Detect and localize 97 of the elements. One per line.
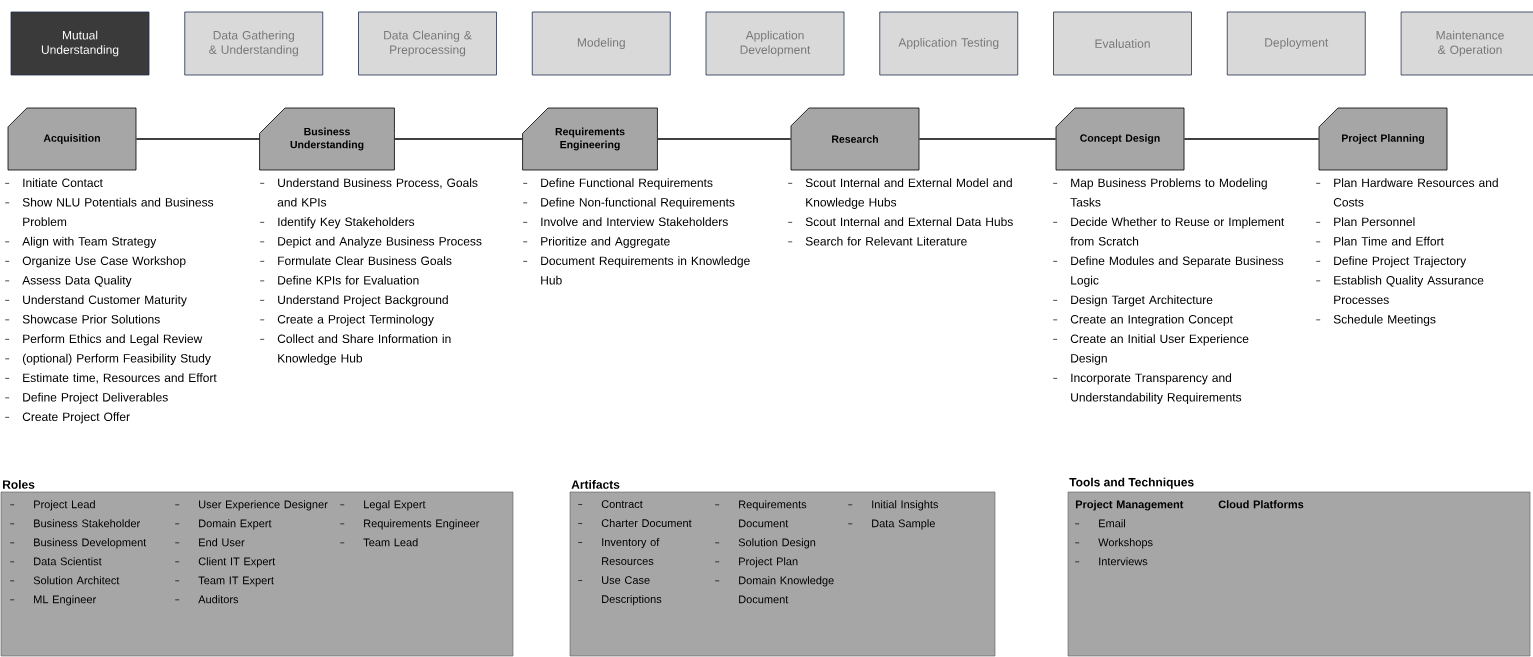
connector-line <box>657 138 792 140</box>
column-heading: Project Management <box>1075 500 1184 511</box>
phase-box: Application Testing <box>879 11 1019 76</box>
list-item: Create a Project Terminology <box>259 314 434 326</box>
list-item: Organize Use Case Workshop <box>4 256 186 268</box>
list-item: Business Stakeholder <box>9 519 140 528</box>
list-item: Collect and Share Information in Knowledge Hub <box>259 334 451 365</box>
connector-line <box>1183 138 1320 140</box>
column-heading: Cloud Platforms <box>1218 500 1304 509</box>
list-item: Solution Architect <box>9 576 120 585</box>
list-item: Show NLU Potentials and Business Problem <box>4 197 214 226</box>
list-item: Data Sample <box>847 519 935 530</box>
list-item: Define KPIs for Evaluation <box>259 275 419 285</box>
list-item: Requirements Engineer <box>339 519 480 530</box>
list-item: Align with Team Strategy <box>4 236 157 248</box>
connector-line <box>135 138 260 140</box>
list-item: Scout Internal and External Model and Knowledge Hubs <box>787 178 1012 209</box>
phase-box: Data Cleaning & Preprocessing <box>358 11 497 76</box>
activity-box: Acquisition <box>7 107 137 171</box>
list-item: Plan Personnel <box>1315 217 1415 226</box>
phase-box: Application Development <box>705 11 845 76</box>
list-item: Assess Data Quality <box>4 275 132 287</box>
list-item: Business Development <box>9 538 147 549</box>
list-item: Map Business Problems to Modeling Tasks <box>1052 178 1267 207</box>
phase-box: Deployment <box>1226 11 1366 76</box>
phase-box: Mutual Understanding <box>10 11 150 76</box>
activity-box: Business Understanding <box>259 107 395 171</box>
list-item: Team IT Expert <box>174 576 274 587</box>
list-item: Incorporate Transparency and Understandability Requirements <box>1052 373 1242 404</box>
list-item: Workshops <box>1074 538 1153 549</box>
list-item: User Experience Designer <box>174 500 328 511</box>
list-item: Establish Quality Assurance Processes <box>1315 275 1484 304</box>
list-item: Decide Whether to Reuse or Implement from Scratch <box>1052 217 1285 246</box>
list-item: Contract <box>577 500 643 508</box>
phase-box: Maintenance & Operation <box>1400 11 1533 76</box>
activity-box: Project Planning <box>1318 107 1448 171</box>
list-item: Plan Hardware Resources and Costs <box>1315 178 1498 207</box>
list-item: Define Functional Requirements <box>522 178 713 190</box>
list-item: Schedule Meetings <box>1315 314 1436 326</box>
panel-heading: Tools and Techniques <box>1069 477 1194 489</box>
list-item: Depict and Analyze Business Process <box>259 236 482 248</box>
list-item: Estimate time, Resources and Effort <box>4 373 217 384</box>
panel-heading: Roles <box>3 480 35 489</box>
list-item: Formulate Clear Business Goals <box>259 256 452 265</box>
list-item: Create Project Offer <box>4 412 130 424</box>
list-panel <box>1067 477 1531 657</box>
connector-line <box>918 138 1057 140</box>
list-panel <box>569 480 996 657</box>
list-item: Create an Integration Concept <box>1052 314 1233 326</box>
list-item: Document Requirements in Knowledge Hub <box>522 256 750 285</box>
list-item: Legal Expert <box>339 500 426 511</box>
phase-box: Data Gathering & Understanding <box>184 11 324 76</box>
list-item: Create an Initial User Experience Design <box>1052 334 1249 365</box>
list-item: Solution Design <box>714 538 816 549</box>
list-item: End User <box>174 538 245 547</box>
list-item: Team Lead <box>339 538 418 547</box>
list-item: Inventory of Resources <box>577 537 660 565</box>
list-item: Plan Time and Effort <box>1315 236 1444 246</box>
list-item: Understand Project Background <box>259 295 448 307</box>
phase-box: Evaluation <box>1053 11 1192 76</box>
list-item: Understand Business Process, Goals and KPIs <box>259 178 478 207</box>
list-item: Auditors <box>174 595 239 604</box>
connector-line <box>394 138 523 140</box>
list-item: Perform Ethics and Legal Review <box>4 334 203 346</box>
list-item: Scout Internal and External Data Hubs <box>787 217 1013 226</box>
list-item: Showcase Prior Solutions <box>4 314 160 324</box>
list-item: Domain Expert <box>174 519 272 530</box>
list-item: Design Target Architecture <box>1052 295 1213 307</box>
list-item: Charter Document <box>577 518 692 527</box>
list-item: Data Scientist <box>9 557 102 566</box>
list-item: (optional) Perform Feasibility Study <box>4 353 211 365</box>
list-item: Search for Relevant Literature <box>787 236 967 246</box>
activity-box: Research <box>790 107 920 171</box>
list-panel <box>0 480 514 657</box>
phase-box: Modeling <box>531 11 671 76</box>
list-item: Interviews <box>1074 557 1148 566</box>
list-item: Involve and Interview Stakeholders <box>522 217 728 226</box>
list-item: Initial Insights <box>847 500 939 511</box>
list-item: Define Project Deliverables <box>4 392 168 404</box>
list-item: Prioritize and Aggregate <box>522 236 670 248</box>
list-item: Define Non-functional Requirements <box>522 197 735 209</box>
activity-box: Concept Design <box>1055 107 1185 171</box>
activity-box: Requirements Engineering <box>522 107 658 171</box>
list-item: Identify Key Stakeholders <box>259 217 415 229</box>
list-item: Project Plan <box>714 557 798 568</box>
list-item: Email <box>1074 519 1125 528</box>
list-item: Use Case Descriptions <box>577 576 662 606</box>
list-item: Understand Customer Maturity <box>4 295 187 307</box>
list-item: Define Project Trajectory <box>1315 256 1467 268</box>
list-item: Project Lead <box>9 500 95 511</box>
panel-heading: Artifacts <box>571 480 620 489</box>
list-item: ML Engineer <box>9 595 96 606</box>
list-item: Initiate Contact <box>4 178 103 187</box>
list-item: Domain Knowledge Document <box>714 576 834 604</box>
list-item: Client IT Expert <box>174 557 276 568</box>
list-item: Define Modules and Separate Business Logic <box>1052 256 1284 287</box>
list-item: Requirements Document <box>714 500 807 528</box>
